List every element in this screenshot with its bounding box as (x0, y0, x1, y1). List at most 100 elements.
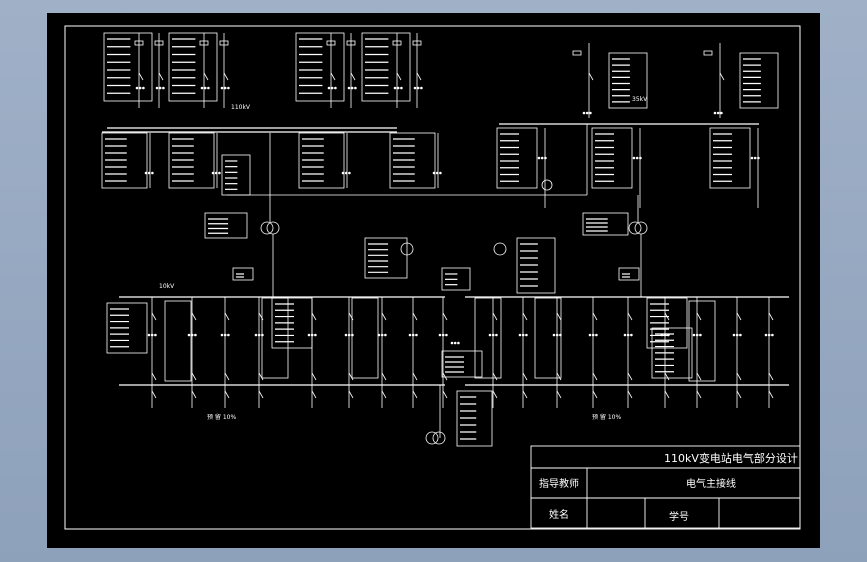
current-transformer-icon (537, 156, 541, 160)
current-transformer-icon (307, 333, 311, 337)
switch-icon (191, 372, 197, 381)
switch-icon (381, 372, 387, 381)
lv-cabinet-outline (534, 297, 562, 379)
lv-cabinet-outline (261, 297, 289, 379)
bus-coupler-table (441, 350, 483, 378)
arrester-icon (219, 40, 229, 46)
switch-icon (381, 312, 387, 321)
switch-icon (151, 390, 157, 399)
lv-feeder-table (651, 327, 693, 379)
current-transformer-icon (214, 171, 218, 175)
current-transformer-icon (582, 111, 586, 115)
current-transformer-icon (350, 86, 354, 90)
hv-pt-table (101, 132, 148, 189)
current-transformer-icon (695, 333, 699, 337)
current-transformer-icon (187, 333, 191, 337)
arrester-icon (346, 40, 356, 46)
current-transformer-icon (589, 111, 592, 115)
mv-bay-table (608, 52, 648, 109)
current-transformer-icon (692, 333, 696, 337)
lv-feeder-table (271, 297, 313, 349)
current-transformer-icon (227, 333, 230, 337)
current-transformer-icon (207, 86, 210, 90)
switch-icon (768, 372, 774, 381)
hv-bay-table (103, 32, 153, 102)
current-transformer-icon (154, 333, 157, 337)
arrester-icon (326, 40, 336, 46)
switch-icon (224, 390, 230, 399)
current-transformer-icon (739, 333, 742, 337)
current-transformer-icon (151, 171, 154, 175)
current-transformer-icon (408, 333, 412, 337)
switch-icon (736, 312, 742, 321)
arrester-icon (392, 40, 402, 46)
arrester-icon (412, 40, 422, 46)
switch-icon (203, 72, 209, 81)
current-transformer-icon (354, 86, 357, 90)
lv-cabinet-outline (688, 300, 716, 382)
switch-icon (396, 72, 402, 81)
current-transformer-icon (588, 333, 592, 337)
pt-icon (541, 179, 553, 191)
current-transformer-icon (155, 86, 159, 90)
current-transformer-icon (753, 156, 757, 160)
pt-icon (493, 242, 507, 256)
current-transformer-icon (639, 156, 642, 160)
current-transformer-icon (720, 111, 723, 115)
switch-icon (696, 390, 702, 399)
switch-icon (330, 72, 336, 81)
current-transformer-icon (348, 171, 351, 175)
lv-bus-10kv (119, 296, 789, 386)
current-transformer-icon (257, 333, 261, 337)
switch-icon (442, 390, 448, 399)
switch-icon (627, 312, 633, 321)
current-transformer-icon (144, 171, 148, 175)
switch-icon (664, 390, 670, 399)
current-transformer-icon (585, 111, 589, 115)
bus-section-table (441, 267, 471, 291)
current-transformer-icon (416, 86, 420, 90)
current-transformer-icon (552, 333, 556, 337)
current-transformer-icon (351, 333, 354, 337)
current-transformer-icon (347, 86, 351, 90)
current-transformer-icon (771, 333, 774, 337)
switch-icon (492, 372, 498, 381)
current-transformer-icon (623, 333, 627, 337)
current-transformer-icon (327, 86, 331, 90)
title-student-id-label: 学号 (669, 510, 689, 523)
hv-bus-label: 110kV (231, 104, 251, 111)
lv-feeder-table (106, 302, 148, 354)
current-transformer-icon (223, 333, 227, 337)
current-transformer-icon (135, 86, 139, 90)
mv-bay-table (739, 52, 779, 109)
switch-icon (736, 390, 742, 399)
switch-icon (719, 72, 725, 81)
arrester-icon (154, 40, 164, 46)
switch-icon (412, 390, 418, 399)
lv-reserve-left-label: 预 留 10% (207, 413, 236, 421)
current-transformer-icon (396, 86, 400, 90)
switch-icon (592, 390, 598, 399)
switch-icon (442, 312, 448, 321)
current-transformer-icon (218, 171, 221, 175)
current-transformer-icon (457, 341, 460, 345)
current-transformer-icon (220, 86, 224, 90)
switch-icon (592, 312, 598, 321)
switch-icon (348, 390, 354, 399)
current-transformer-icon (438, 333, 442, 337)
current-transformer-icon (713, 111, 717, 115)
current-readout-table (618, 267, 640, 281)
current-transformer-icon (384, 333, 387, 337)
current-transformer-icon (147, 171, 151, 175)
switch-icon (768, 312, 774, 321)
mv-pt-table (709, 127, 751, 189)
switch-icon (768, 390, 774, 399)
current-transformer-icon (491, 333, 495, 337)
transformer-table (582, 212, 629, 236)
hv-bay-table (168, 32, 218, 102)
switch-icon (522, 312, 528, 321)
feeder-bays (101, 32, 779, 447)
lv-cabinet-outline (474, 297, 502, 379)
current-transformer-icon (190, 333, 194, 337)
current-transformer-icon (544, 156, 547, 160)
